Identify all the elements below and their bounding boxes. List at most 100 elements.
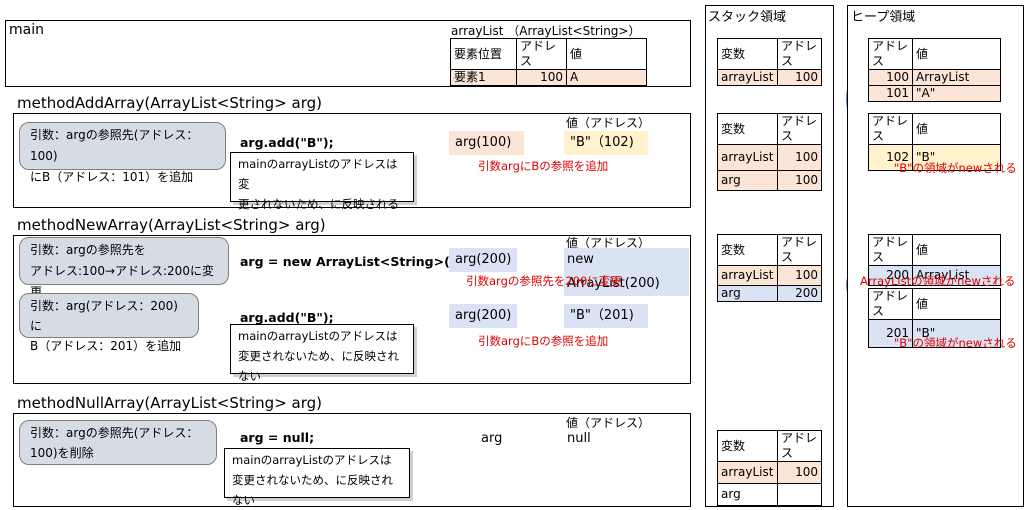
header-cell: 値 <box>566 38 647 70</box>
callout-line: B（アドレス：201）を追加 <box>30 339 182 353</box>
main-title: main <box>9 22 44 38</box>
callout-line: 引数：argの参照先(アドレス：100) <box>30 128 199 163</box>
add-red-label: 引数argにBの参照を追加 <box>478 159 609 173</box>
cell: arg <box>717 170 778 191</box>
new-red-label-2: 引数argにBの参照を追加 <box>478 334 609 348</box>
header-cell: 要素位置 <box>450 38 517 70</box>
new-red-label-1: 引数argの参照先を200に変更 <box>466 274 622 288</box>
header-cell: 値 <box>912 113 1001 145</box>
main-array-table: 要素位置 アドレス 値 要素1 100 A <box>450 38 647 86</box>
add-b-box: "B"（102) <box>564 131 648 155</box>
header-cell: アドレス <box>777 113 822 145</box>
note-line: mainのarrayListのアドレスは <box>232 453 392 467</box>
null-value-text: null <box>567 431 591 446</box>
heap-red-label-3: "B"の領域がnewされる <box>894 336 1017 350</box>
note-line: 変更されないため、に反映されない <box>238 349 399 383</box>
new-arg-box-1: arg(200) <box>449 248 517 272</box>
callout-line: 引数：arg(アドレス：200) に <box>30 299 178 333</box>
new-value-header: 値（アドレス） <box>566 236 651 250</box>
header-cell: 値 <box>912 234 1001 266</box>
null-value-header: 値（アドレス） <box>566 416 651 430</box>
cell: arrayList <box>717 69 778 86</box>
heap-red-label-1: "B"の領域がnewされる <box>894 161 1017 175</box>
cell: ArrayList <box>912 69 1001 86</box>
header-cell: 変数 <box>717 430 778 462</box>
new-callout-1: 引数：argの参照先を アドレス:100→アドレス:200に変更 <box>19 237 229 299</box>
cell: "B" <box>912 144 1001 171</box>
new-note: mainのarrayListのアドレスは 変更されないため、に反映されない <box>230 324 414 383</box>
header-cell: 変数 <box>717 38 778 70</box>
add-section-title: methodAddArray(ArrayList<String> arg) <box>17 94 322 112</box>
cell: arrayList <box>717 144 778 171</box>
cell: 要素1 <box>450 69 517 86</box>
cell: 100 <box>777 265 822 286</box>
add-code: arg.add("B"); <box>240 135 334 150</box>
heap-red-label-2: ArrayListの領域がnewされる <box>860 274 1016 288</box>
cell: 102 <box>868 144 913 171</box>
cell: arg <box>717 285 778 302</box>
cell: 200 <box>868 265 913 286</box>
note-line: mainのarrayListのアドレスは <box>238 329 398 343</box>
callout-line: 引数：argの参照先(アドレス： <box>30 426 199 440</box>
new-arraylist-box: new ArrayList(200) <box>564 248 689 296</box>
cell: 100 <box>868 69 913 86</box>
cell: arg <box>717 483 778 506</box>
cell <box>777 483 822 506</box>
cell: 101 <box>868 85 913 102</box>
header-cell: アドレス <box>868 38 913 70</box>
stack-title: スタック領域 <box>708 10 787 25</box>
header-cell: 値 <box>912 38 1001 70</box>
cell: 100 <box>777 461 822 484</box>
add-note: mainのarrayListのアドレスは変 更されないため、に反映される <box>230 152 414 211</box>
header-cell: 変数 <box>717 234 778 266</box>
new-arg-box-2: arg(200) <box>449 304 517 328</box>
add-callout: 引数：argの参照先(アドレス：100) にB（アドレス：101）を追加 <box>19 122 226 184</box>
callout-line: 100)を削除 <box>30 446 94 460</box>
heap-table-4: アドレス値 201"B" <box>868 288 1001 348</box>
header-cell: アドレス <box>868 288 913 320</box>
null-section-title: methodNullArray(ArrayList<String> arg) <box>17 394 323 412</box>
new-b-box: "B"（201) <box>564 304 648 328</box>
callout-line: 引数：argの参照先を <box>30 243 146 257</box>
header-cell: アドレス <box>777 38 822 70</box>
cell: ArrayList <box>912 265 1001 286</box>
cell: "B" <box>912 319 1001 348</box>
cell: 100 <box>777 144 822 171</box>
cell: arrayList <box>717 265 778 286</box>
cell: A <box>566 69 647 86</box>
new-code-1: arg = new ArrayList<String>(); <box>240 254 461 269</box>
null-arg-text: arg <box>481 431 503 446</box>
header-cell: アドレス <box>516 38 567 70</box>
cell: 100 <box>516 69 567 86</box>
null-note: mainのarrayListのアドレスは 変更されないため、に反映されない <box>224 448 410 507</box>
note-line: 変更されないため、に反映されない <box>232 473 393 507</box>
heap-title: ヒープ領域 <box>851 10 916 25</box>
header-cell: アドレス <box>777 234 822 266</box>
header-cell: アドレス <box>868 234 913 266</box>
callout-line: にB（アドレス：101）を追加 <box>30 170 194 184</box>
new-section-title: methodNewArray(ArrayList<String> arg) <box>17 216 326 234</box>
header-cell: 値 <box>912 288 1001 320</box>
cell: "A" <box>912 85 1001 102</box>
cell: 100 <box>777 69 822 86</box>
cell: 100 <box>777 170 822 191</box>
heap-table-2: アドレス値 102"B" <box>868 113 1001 171</box>
header-cell: アドレス <box>777 430 822 462</box>
note-line: 更されないため、に反映される <box>238 197 399 211</box>
array-caption: arrayList （ArrayList<String>） <box>451 24 641 38</box>
note-line: mainのarrayListのアドレスは変 <box>238 157 398 191</box>
null-code: arg = null; <box>240 430 315 445</box>
header-cell: 変数 <box>717 113 778 145</box>
null-callout: 引数：argの参照先(アドレス： 100)を削除 <box>19 420 217 465</box>
new-callout-2: 引数：arg(アドレス：200) に B（アドレス：201）を追加 <box>19 293 199 353</box>
new-code-2: arg.add("B"); <box>240 310 334 325</box>
header-cell: アドレス <box>868 113 913 145</box>
cell: arrayList <box>717 461 778 484</box>
cell: 200 <box>777 285 822 302</box>
